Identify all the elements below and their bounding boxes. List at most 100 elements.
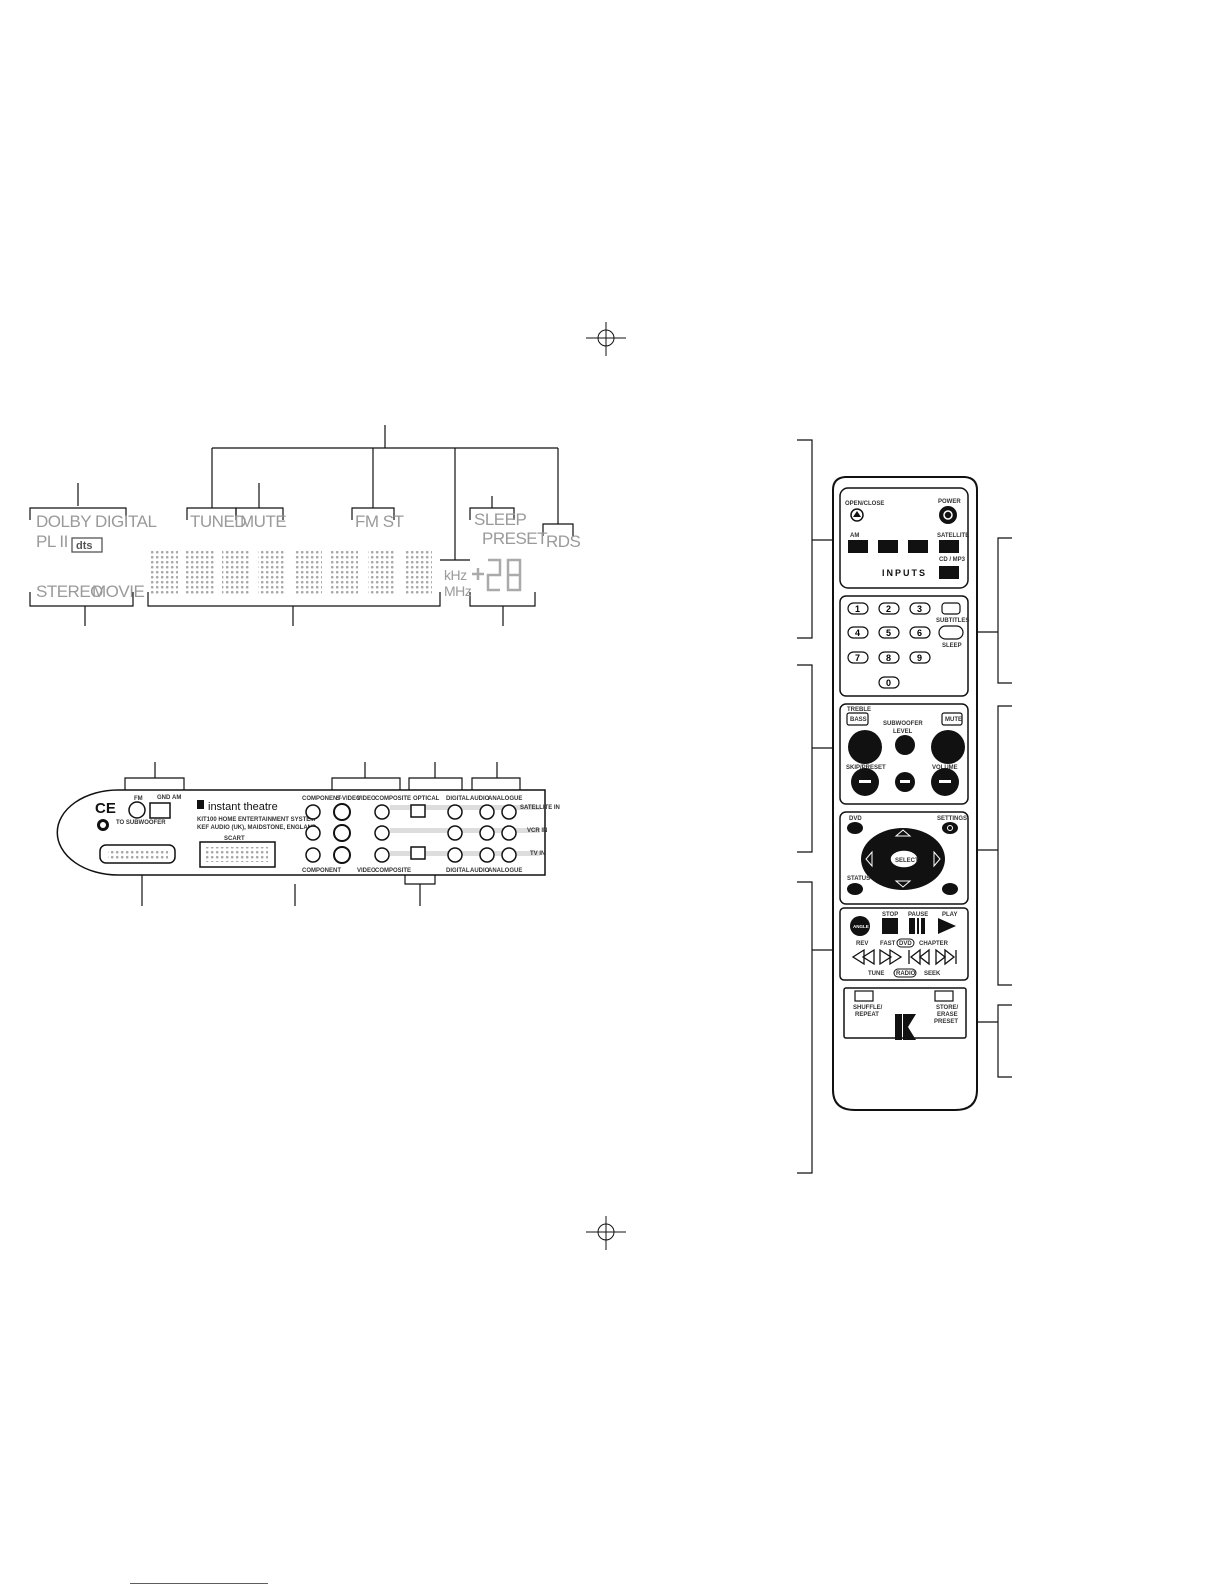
input-button-2[interactable] xyxy=(878,540,898,553)
video-jacks: COMPONENT S-VIDEO VIDEO COMPOSITE COMPON… xyxy=(302,796,411,874)
key-4[interactable]: 4 xyxy=(847,626,869,639)
dolby-digital-indicator: DOLBY DIGITAL xyxy=(36,512,156,531)
shuffle-label: SHUFFLE/ xyxy=(853,1005,883,1011)
key-3[interactable]: 3 xyxy=(909,602,931,615)
coax-jack-2[interactable] xyxy=(447,825,463,841)
cd-mp3-button[interactable] xyxy=(939,566,959,579)
settings-button[interactable] xyxy=(942,822,958,834)
shuffle-repeat-button[interactable] xyxy=(854,990,874,1002)
matrix-char-6 xyxy=(330,549,358,595)
key-2[interactable]: 2 xyxy=(878,602,900,615)
am-terminal[interactable] xyxy=(149,802,171,819)
satellite-input-button[interactable] xyxy=(939,540,959,553)
am-label: AM xyxy=(172,795,181,801)
pl2-indicator: PL II xyxy=(36,532,68,551)
power-button[interactable] xyxy=(939,506,957,524)
repeat-label: REPEAT xyxy=(855,1012,879,1018)
cd-mp3-label: CD / MP3 xyxy=(939,557,966,563)
key-0[interactable]: 0 xyxy=(878,676,900,689)
key-1[interactable]: 1 xyxy=(847,602,869,615)
subtitles-label: SUBTITLES xyxy=(936,618,969,624)
nav-right-icon[interactable] xyxy=(933,850,941,868)
audio-r-jack-1[interactable] xyxy=(501,804,517,820)
s-video-jack-3[interactable] xyxy=(333,846,351,864)
s-video-jack-2[interactable] xyxy=(333,824,351,842)
composite-jack-3[interactable] xyxy=(374,847,390,863)
key-6[interactable]: 6 xyxy=(909,626,931,639)
stop-button[interactable] xyxy=(882,918,898,934)
fm-terminal[interactable] xyxy=(128,801,146,819)
nav-up-icon[interactable] xyxy=(894,829,912,837)
next-chapter-icon[interactable] xyxy=(935,948,957,966)
model-line: KIT100 HOME ENTERTAINMENT SYSTEM xyxy=(197,817,315,823)
analogue-label-bottom: ANALOGUE xyxy=(488,868,522,874)
bass-label: BASS xyxy=(850,717,867,723)
subwoofer-label: SUBWOOFER xyxy=(883,721,923,727)
svg-text:3: 3 xyxy=(917,604,922,614)
preset-label: PRESET xyxy=(934,1019,958,1025)
store-erase-preset-button[interactable] xyxy=(934,990,954,1002)
composite-jack-2[interactable] xyxy=(374,825,390,841)
dts-label: dts xyxy=(76,540,93,552)
audio-label-bottom: AUDIO xyxy=(470,868,490,874)
volume-up-button[interactable] xyxy=(931,730,965,764)
audio-l-jack-3[interactable] xyxy=(479,847,495,863)
svg-text:8: 8 xyxy=(886,653,891,663)
am-input-button[interactable] xyxy=(848,540,868,553)
erase-label: ERASE xyxy=(937,1012,958,1018)
sleep-button[interactable] xyxy=(938,625,964,640)
previous-chapter-icon[interactable] xyxy=(908,948,930,966)
audio-r-jack-3[interactable] xyxy=(501,847,517,863)
optical-output[interactable] xyxy=(410,846,426,860)
key-5[interactable]: 5 xyxy=(878,626,900,639)
select-button[interactable] xyxy=(889,849,919,869)
matrix-char-7 xyxy=(368,549,396,595)
coax-jack-1[interactable] xyxy=(447,804,463,820)
component-pb-jack[interactable] xyxy=(305,825,321,841)
nav-down-icon[interactable] xyxy=(894,880,912,888)
bottom-link-underline[interactable] xyxy=(130,1571,268,1584)
dvd-menu-button[interactable] xyxy=(847,822,863,834)
kef-logo-remote xyxy=(895,1014,916,1040)
nav-left-icon[interactable] xyxy=(865,850,873,868)
mute-button[interactable] xyxy=(941,712,963,726)
coax-jack-3[interactable] xyxy=(447,847,463,863)
s-video-label-top: S-VIDEO xyxy=(336,796,361,802)
rear-panel: CE FM GND AM TO SUBWOOFER instant theatr… xyxy=(56,762,560,906)
composite-jack-1[interactable] xyxy=(374,804,390,820)
brand-block: instant theatre KIT100 HOME ENTERTAINMEN… xyxy=(197,800,317,831)
audio-r-jack-2[interactable] xyxy=(501,825,517,841)
key-8[interactable]: 8 xyxy=(878,651,900,664)
component-y-jack[interactable] xyxy=(305,804,321,820)
digital-label-top: DIGITAL xyxy=(446,796,470,802)
input-button-3[interactable] xyxy=(908,540,928,553)
play-button[interactable] xyxy=(938,918,956,934)
angle-button[interactable] xyxy=(850,916,870,936)
dvd-menu-label: DVD xyxy=(849,816,862,822)
registration-mark-top xyxy=(586,322,626,356)
chapter-label: CHAPTER xyxy=(919,941,949,947)
to-subwoofer-label: TO SUBWOOFER xyxy=(116,820,166,826)
fast-forward-icon[interactable] xyxy=(879,948,903,966)
am-input-label: AM xyxy=(850,533,859,539)
svg-text:5: 5 xyxy=(886,628,891,638)
inputs-section xyxy=(839,487,969,589)
audio-l-jack-1[interactable] xyxy=(479,804,495,820)
status-button[interactable] xyxy=(847,883,863,895)
tone-up-button[interactable] xyxy=(848,730,882,764)
bass-treble-button[interactable] xyxy=(846,712,869,726)
optical-input[interactable] xyxy=(410,804,426,818)
rewind-icon[interactable] xyxy=(851,948,875,966)
subwoofer-up-button[interactable] xyxy=(895,735,915,755)
component-label-top: COMPONENT xyxy=(302,796,341,802)
component-pr-jack[interactable] xyxy=(305,847,321,863)
return-button[interactable] xyxy=(942,883,958,895)
key-9[interactable]: 9 xyxy=(909,651,931,664)
composite-label-top: COMPOSITE xyxy=(375,796,411,802)
s-video-jack-1[interactable] xyxy=(333,803,351,821)
audio-l-jack-2[interactable] xyxy=(479,825,495,841)
status-label: STATUS xyxy=(847,876,870,882)
subtitles-button[interactable] xyxy=(941,602,961,615)
key-7[interactable]: 7 xyxy=(847,651,869,664)
pause-button[interactable] xyxy=(909,918,925,934)
